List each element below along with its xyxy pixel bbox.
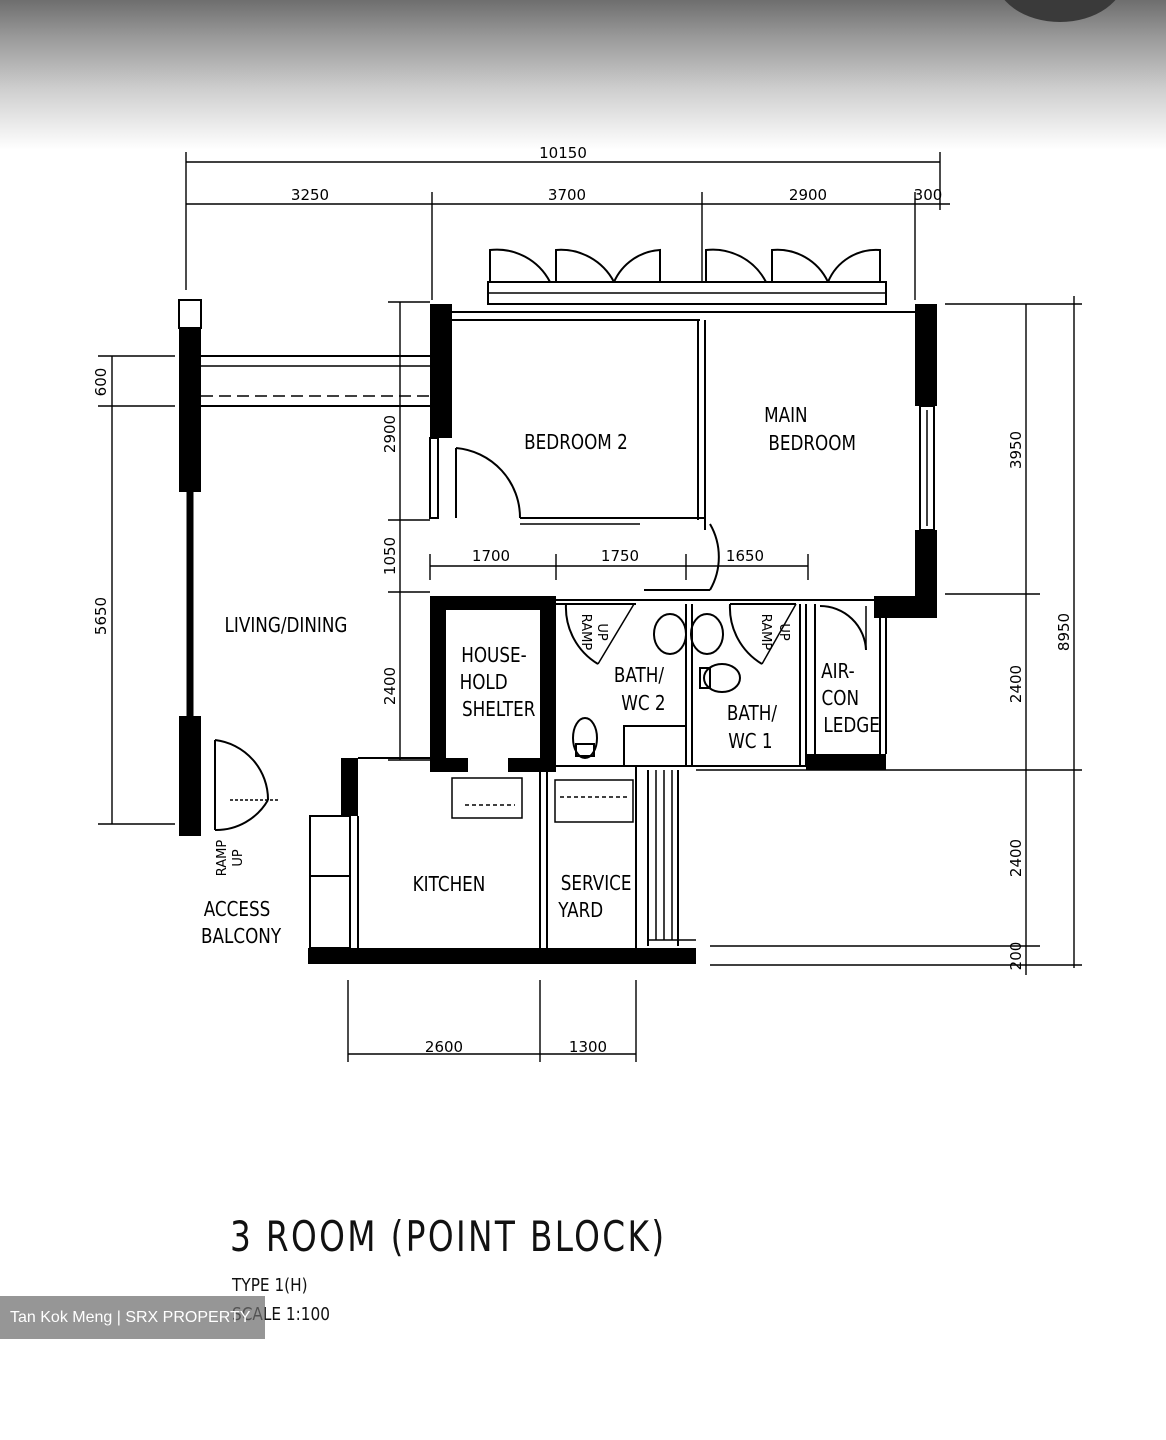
ramp-wc1-2: UP (776, 623, 791, 641)
room-household-shelter-2: HOLD (460, 672, 508, 695)
plan-title: 3 ROOM (POINT BLOCK) (230, 1212, 667, 1261)
dim-mid-2: 1750 (601, 547, 639, 565)
room-bath-wc1-1: BATH/ (727, 703, 778, 726)
ramp-entry-1: RAMP (215, 840, 230, 877)
room-household-shelter-3: SHELTER (462, 699, 536, 722)
room-kitchen: KITCHEN (413, 874, 486, 897)
dim-right-4: 200 (1007, 942, 1025, 971)
room-access-balcony-2: BALCONY (201, 926, 282, 949)
ramp-wc2-2: UP (594, 623, 609, 641)
ramp-wc1-1: RAMP (758, 614, 773, 651)
dim-left-2: 5650 (92, 597, 110, 635)
top-shade (0, 0, 1166, 150)
room-living-dining: LIVING/DINING (225, 615, 348, 638)
doors (214, 248, 881, 832)
ramp-entry-2: UP (231, 849, 246, 867)
dimension-labels: 10150 3250 3700 2900 300 1700 1750 1650 … (92, 144, 1073, 1056)
dim-mid-3: 1650 (726, 547, 764, 565)
watermark-banner: Tan Kok Meng | SRX PROPERTY (0, 1296, 265, 1339)
dim-top-4: 300 (914, 186, 943, 204)
dim-top-1: 3250 (291, 186, 329, 204)
dim-top-3: 2900 (789, 186, 827, 204)
dim-overall-width: 10150 (539, 144, 587, 162)
room-bath-wc2-1: BATH/ (614, 665, 665, 688)
dim-top-2: 3700 (548, 186, 586, 204)
room-main-bedroom-2: BEDROOM (768, 433, 856, 456)
room-household-shelter-1: HOUSE- (461, 645, 526, 668)
dim-inner-3: 2400 (381, 667, 399, 705)
dim-mid-1: 1700 (472, 547, 510, 565)
room-aircon-ledge-3: LEDGE (823, 715, 879, 738)
room-service-yard-2: YARD (557, 900, 603, 923)
ramp-labels: RAMP UP RAMP UP RAMP UP (215, 614, 791, 876)
dim-right-3: 2400 (1007, 839, 1025, 877)
dim-right-2: 2400 (1007, 665, 1025, 703)
room-aircon-ledge-2: CON (822, 688, 859, 711)
room-bath-wc1-2: WC 1 (728, 731, 772, 754)
plan-type: TYPE 1(H) (232, 1275, 308, 1296)
dim-inner-1: 2900 (381, 415, 399, 453)
dim-right-1: 3950 (1007, 431, 1025, 469)
dim-bottom-1: 2600 (425, 1038, 463, 1056)
room-labels: BEDROOM 2 MAIN BEDROOM LIVING/DINING HOU… (201, 405, 880, 949)
room-service-yard-1: SERVICE (561, 873, 632, 896)
room-bath-wc2-2: WC 2 (621, 693, 665, 716)
room-aircon-ledge-1: AIR- (821, 661, 854, 684)
dim-overall-depth: 8950 (1055, 613, 1073, 651)
room-bedroom-2: BEDROOM 2 (524, 432, 628, 455)
ramp-wc2-1: RAMP (578, 614, 593, 651)
dim-bottom-2: 1300 (569, 1038, 607, 1056)
dim-inner-2: 1050 (381, 537, 399, 575)
dimension-lines (98, 152, 1082, 1062)
walls (178, 281, 937, 964)
dim-left-1: 600 (92, 368, 110, 397)
room-access-balcony-1: ACCESS (204, 899, 271, 922)
fixtures (572, 613, 741, 759)
title-block: 3 ROOM (POINT BLOCK) (230, 1212, 790, 1261)
room-main-bedroom-1: MAIN (764, 405, 807, 428)
